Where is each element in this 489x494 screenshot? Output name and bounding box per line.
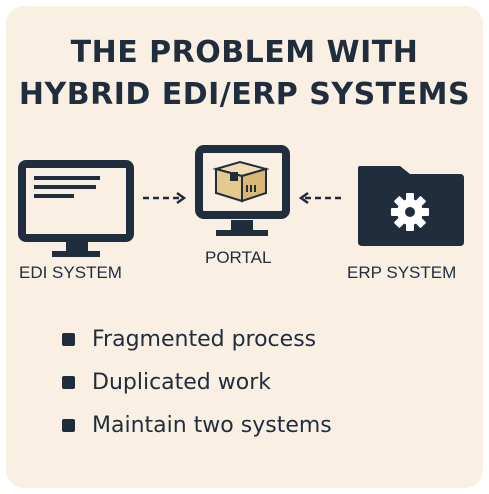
list-item: Duplicated work <box>62 361 332 404</box>
monitor-code-icon <box>18 160 134 257</box>
title-line-2: HYBRID EDI/ERP SYSTEMS <box>18 77 471 112</box>
arrow-edi-to-portal <box>143 191 187 205</box>
square-bullet-icon <box>62 419 75 432</box>
title-line-1: THE PROBLEM WITH <box>70 35 419 70</box>
erp-system-label: ERP SYSTEM <box>347 263 457 282</box>
bullet-text: Duplicated work <box>92 370 272 395</box>
folder-gear-icon <box>358 166 464 246</box>
list-item: Maintain two systems <box>62 404 332 447</box>
bullet-text: Fragmented process <box>92 327 317 352</box>
list-item: Fragmented process <box>62 318 332 361</box>
arrow-erp-to-portal <box>298 191 344 205</box>
portal-label: PORTAL <box>205 248 272 267</box>
edi-system-label: EDI SYSTEM <box>19 263 122 282</box>
square-bullet-icon <box>62 333 75 346</box>
square-bullet-icon <box>62 376 75 389</box>
monitor-package-icon <box>195 145 290 236</box>
bullet-text: Maintain two systems <box>92 413 332 438</box>
problem-list: Fragmented process Duplicated work Maint… <box>62 318 332 447</box>
